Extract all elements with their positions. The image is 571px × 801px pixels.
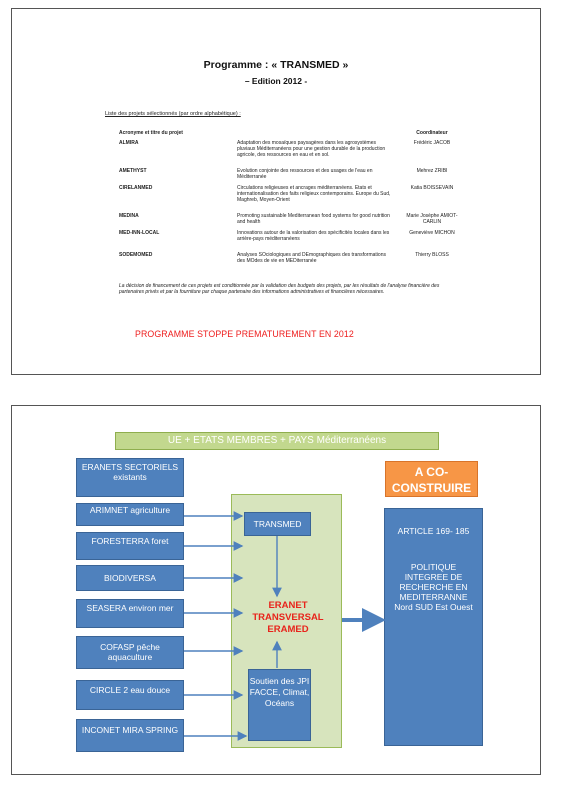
box-soutien-jpi: Soutien des JPI FACCE, Climat, Océans bbox=[248, 669, 311, 741]
box-cofasp: COFASP pêche aquaculture bbox=[76, 636, 184, 669]
box-seasera: SEASERA environ mer bbox=[76, 599, 184, 628]
box-circle2: CIRCLE 2 eau douce bbox=[76, 680, 184, 710]
project-acronym: SODEMOMED bbox=[119, 252, 153, 258]
politique-label: POLITIQUE INTEGREE DE RECHERCHE EN MEDIT… bbox=[394, 562, 473, 612]
project-title: Analyses SOciologiques and DEmographique… bbox=[237, 252, 386, 264]
banner-ue-etats-membres: UE + ETATS MEMBRES + PAYS Méditerranéens bbox=[115, 432, 439, 450]
project-coordinator: Frédéric JACOB bbox=[413, 140, 451, 146]
eranets-sectoriels-header: ERANETS SECTORIELS existants bbox=[76, 458, 184, 497]
box-a-co-construire: A CO-CONSTRUIRE bbox=[385, 461, 478, 497]
project-title: Promoting sustainable Mediterranean food… bbox=[237, 213, 390, 225]
edition-label: – Edition 2012 - bbox=[244, 76, 308, 86]
project-coordinator: Thierry BLOSS bbox=[415, 252, 449, 258]
col-coordinator-header: Coordinateur bbox=[416, 130, 448, 136]
project-acronym: MEDINA bbox=[119, 213, 139, 219]
project-coordinator: Marie Josèphe AMIOT-CARLIN bbox=[406, 213, 458, 225]
box-foresterra: FORESTERRA foret bbox=[76, 532, 184, 560]
col-project-header: Acronyme et titre du projet bbox=[119, 130, 183, 136]
box-inconet-mira: INCONET MIRA SPRING bbox=[76, 719, 184, 752]
project-coordinator: Geneviève MICHON bbox=[409, 230, 455, 236]
project-acronym: MED-INN-LOCAL bbox=[119, 230, 160, 236]
programme-stopped-notice: PROGRAMME STOPPE PREMATUREMENT EN 2012 bbox=[135, 329, 354, 339]
project-title: Innovations autour de la valorisation de… bbox=[237, 230, 390, 242]
box-transmed: TRANSMED bbox=[244, 512, 311, 536]
programme-title: Programme : « TRANSMED » bbox=[203, 59, 349, 71]
box-biodiversa: BIODIVERSA bbox=[76, 565, 184, 591]
project-acronym: AMETHYST bbox=[119, 168, 147, 174]
funding-decision-note: La décision de financement de ces projet… bbox=[119, 283, 440, 295]
project-title: Circulations religieuses et ancrages méd… bbox=[237, 185, 391, 203]
project-acronym: ALMIRA bbox=[119, 140, 139, 146]
project-coordinator: Katia BOISSEVAIN bbox=[410, 185, 454, 191]
project-acronym: CIRELANMED bbox=[119, 185, 153, 191]
project-title: Adaptation des mosaïques paysagères dans… bbox=[237, 140, 386, 158]
slide-eramed-diagram: UE + ETATS MEMBRES + PAYS Méditerranéens… bbox=[11, 405, 541, 775]
slide-transmed-programme: Programme : « TRANSMED » – Edition 2012 … bbox=[11, 8, 541, 375]
list-heading: Liste des projets sélectionnés (par ordr… bbox=[105, 111, 241, 117]
box-arimnet: ARIMNET agriculture bbox=[76, 503, 184, 526]
project-coordinator: Mehrez ZRIBI bbox=[416, 168, 448, 174]
diagram-arrows bbox=[184, 511, 386, 741]
project-title: Evolution conjointe des ressources et de… bbox=[237, 168, 373, 180]
eranet-transversal-label: ERANET TRANSVERSAL ERAMED bbox=[252, 600, 324, 635]
article-label: ARTICLE 169- 185 bbox=[397, 526, 470, 536]
